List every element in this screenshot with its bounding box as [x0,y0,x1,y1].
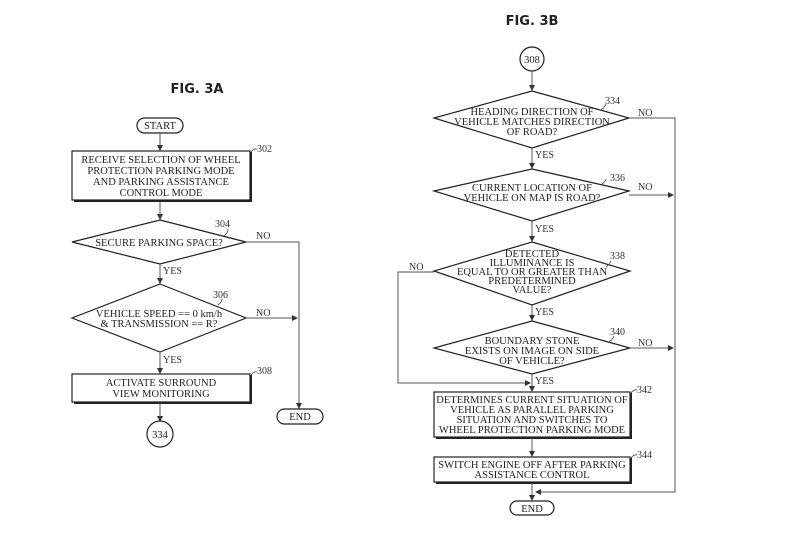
decision-336-text: VEHICLE ON MAP IS ROAD? [464,193,601,204]
no-label: NO [638,338,652,349]
start-label: START [144,121,176,132]
yes-label: YES [163,355,182,366]
yes-label: YES [535,307,554,318]
ref-leader [250,148,258,153]
decision-334-text: OF ROAD? [507,127,558,138]
ref-306: 306 [213,290,228,301]
step-342-box: DETERMINES CURRENT SITUATION OF VEHICLE … [433,391,632,439]
offpage-connector-334: 334 [146,420,174,448]
ref-342: 342 [637,385,652,396]
yes-label: YES [535,224,554,235]
step-342-line: DETERMINES CURRENT SITUATION OF [436,395,628,406]
end-terminal-3a: END [276,408,324,425]
yes-label: YES [535,376,554,387]
ref-leader [630,389,638,394]
decision-338-text: DETECTED [505,249,560,260]
fig-3b-title: FIG. 3B [506,14,559,29]
decision-338-text: PREDETERMINED [488,276,576,287]
step-342-line: VEHICLE AS PARALLEL PARKING [450,405,614,416]
decision-338-text: VALUE? [513,285,552,296]
no-label: NO [256,231,270,242]
decision-338-text: ILLUMINANCE IS [490,258,575,269]
ref-302: 302 [257,144,272,155]
start-terminal: START [136,117,184,134]
no-label: NO [409,262,423,273]
ref-leader [217,298,223,306]
decision-304-text: SECURE PARKING SPACE? [95,238,223,249]
step-308-box: ACTIVATE SURROUND VIEW MONITORING [71,373,252,404]
step-302-line: RECEIVE SELECTION OF WHEEL [81,155,240,166]
ref-338: 338 [610,251,625,262]
decision-334-text: HEADING DIRECTION OF [470,107,593,118]
step-344-line: SWITCH ENGINE OFF AFTER PARKING [438,460,626,471]
yes-label: YES [535,150,554,161]
offpage-connector-308: 308 [519,46,545,72]
step-302-box: RECEIVE SELECTION OF WHEEL PROTECTION PA… [71,150,252,202]
decision-306-text: & TRANSMISSION == R? [101,319,218,330]
step-302-line: AND PARKING ASSISTANCE [93,177,229,188]
ref-leader [630,454,638,459]
end-label: END [521,504,543,515]
step-344-line: ASSISTANCE CONTROL [475,470,590,481]
decision-334-text: VEHICLE MATCHES DIRECTION [454,117,610,128]
end-label: END [289,412,311,423]
decision-340: BOUNDARY STONE EXISTS ON IMAGE ON SIDE O… [431,320,633,375]
connector-308-label: 308 [524,55,540,66]
end-terminal-3b: END [509,500,555,516]
decision-340-text: OF VEHICLE? [499,356,565,367]
ref-336: 336 [610,173,625,184]
step-342-line: SITUATION AND SWITCHES TO [457,415,608,426]
ref-308: 308 [257,366,272,377]
step-308-line: ACTIVATE SURROUND [106,378,217,389]
step-302-line: CONTROL MODE [120,188,203,199]
step-344-box: SWITCH ENGINE OFF AFTER PARKING ASSISTAN… [433,456,632,484]
ref-340: 340 [610,327,625,338]
ref-leader [600,103,607,111]
ref-344: 344 [637,450,652,461]
connector-334-label: 334 [152,430,169,441]
ref-leader [250,371,258,376]
step-308-line: VIEW MONITORING [112,389,210,400]
ref-334: 334 [605,96,620,107]
decision-338-text: EQUAL TO OR GREATER THAN [457,267,608,278]
decision-340-text: EXISTS ON IMAGE ON SIDE [465,346,599,357]
step-302-line: PROTECTION PARKING MODE [87,166,234,177]
ref-leader [605,260,612,268]
fig-3a-title: FIG. 3A [171,82,224,97]
ref-leader [600,178,607,186]
decision-340-text: BOUNDARY STONE [485,336,580,347]
ref-304: 304 [215,219,230,230]
no-path-to-342 [397,271,531,386]
no-label: NO [256,308,270,319]
decision-306-text: VEHICLE SPEED == 0 km/h [96,309,223,320]
decision-336: CURRENT LOCATION OF VEHICLE ON MAP IS RO… [431,168,632,222]
ref-leader [608,335,615,343]
decision-334: HEADING DIRECTION OF VEHICLE MATCHES DIR… [431,90,632,149]
ref-leader [223,228,229,237]
no-label: NO [638,108,652,119]
no-label: NO [638,182,652,193]
yes-label: YES [163,266,182,277]
no-path-to-end [535,117,676,495]
no-path-to-end [246,241,302,409]
decision-338: DETECTED ILLUMINANCE IS EQUAL TO OR GREA… [432,241,632,306]
step-342-line: WHEEL PROTECTION PARKING MODE [439,425,625,436]
decision-336-text: CURRENT LOCATION OF [472,183,592,194]
